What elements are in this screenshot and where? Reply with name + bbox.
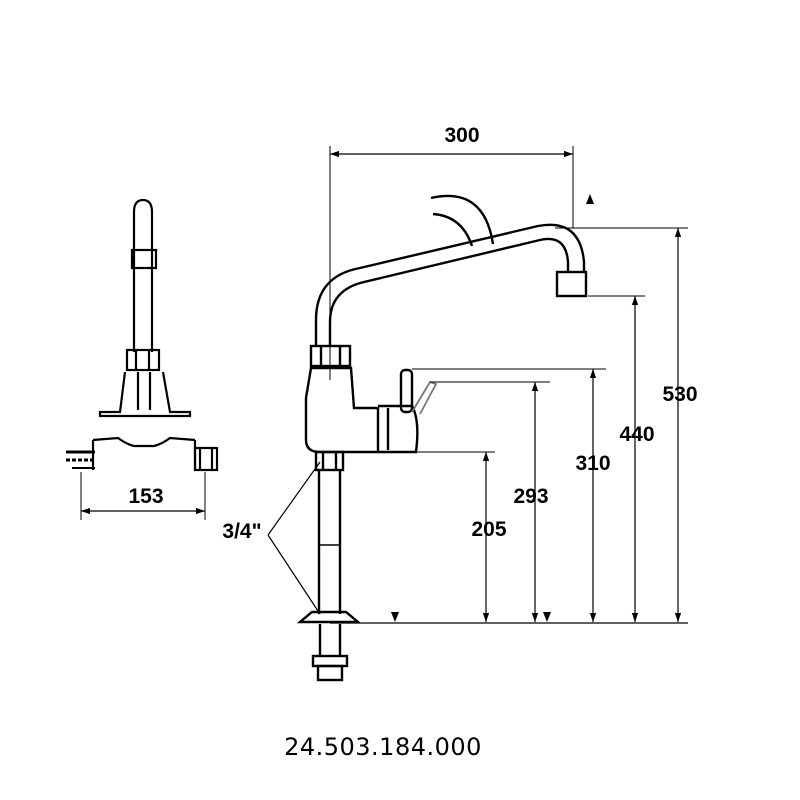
dimension-bracket-width: 153 (80, 472, 206, 520)
label-lever-top-height: 310 (575, 452, 610, 475)
dimension-lever-tip-height: 293 (513, 382, 549, 622)
dimension-lever-top-height: 310 (575, 369, 611, 622)
label-thread-size: 3/4" (222, 520, 261, 543)
side-view-faucet (66, 198, 219, 472)
dimension-spout-reach: 300 (330, 124, 573, 158)
article-number: 24.503.184.000 (284, 733, 482, 761)
label-body-bottom-height: 205 (471, 518, 506, 541)
extension-lines (329, 146, 688, 624)
dimension-spout-outlet-height: 440 (619, 296, 655, 622)
main-faucet (296, 194, 588, 682)
label-spout-outlet-height: 440 (619, 423, 654, 446)
label-overall-height: 530 (662, 383, 697, 406)
label-lever-tip-height: 293 (513, 485, 548, 508)
dimension-body-bottom-height: 205 (471, 452, 507, 622)
label-bracket-width: 153 (128, 485, 163, 508)
base-markers (391, 194, 594, 622)
label-spout-reach: 300 (444, 124, 479, 147)
thread-callout: 3/4" (222, 461, 321, 615)
dimension-overall-height: 530 (662, 228, 698, 622)
